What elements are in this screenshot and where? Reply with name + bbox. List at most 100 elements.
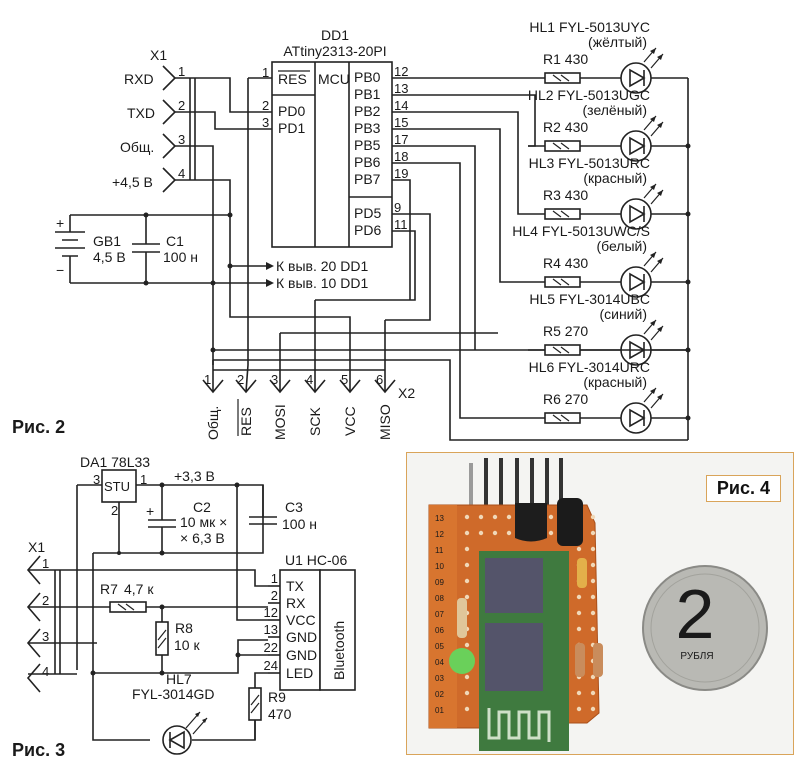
pin-num: 18 <box>394 149 408 164</box>
pcb-number: 03 <box>435 674 444 683</box>
pcb-number: 10 <box>435 562 444 571</box>
da1-ref: DA1 78L33 <box>80 454 150 470</box>
pcb-hole <box>478 530 484 536</box>
x1-pin-common: Общ. <box>120 139 154 155</box>
pin-num: 15 <box>394 115 408 130</box>
header-pins <box>469 458 563 508</box>
pin-num: 17 <box>394 132 408 147</box>
led-color: (красный) <box>583 374 647 390</box>
pcb-number: 07 <box>435 610 444 619</box>
pin-pb2: PB2 <box>354 103 381 119</box>
pcb-number: 12 <box>435 530 444 539</box>
resistor-r8: R8 10 к <box>155 607 200 673</box>
x1-pin-vplus: +4,5 В <box>112 174 153 190</box>
pin-pd1: PD1 <box>278 120 305 136</box>
x2-pin-miso: MISO <box>377 404 393 440</box>
resistor-r7: R7 4,7 к <box>100 581 154 613</box>
resistor <box>544 412 581 424</box>
pin-pb1: PB1 <box>354 86 381 102</box>
pin-num: 4 <box>306 372 313 387</box>
u1-pin-name: GND <box>286 647 317 663</box>
pcb-hole <box>576 610 582 616</box>
pcb-hole <box>548 530 554 536</box>
pin-pb0: PB0 <box>354 69 381 85</box>
led-chain: HL6 FYL-3014URC(красный)R6 270 <box>528 359 691 434</box>
c1-value: 100 н <box>163 249 198 265</box>
pcb-hole <box>506 530 512 536</box>
pin-num: 1 <box>140 472 147 487</box>
pcb-number: 13 <box>435 514 444 523</box>
pin-num: 4 <box>178 166 185 181</box>
r8-value: 10 к <box>174 637 200 653</box>
mcu-ref: DD1 <box>321 27 349 43</box>
connector-x2: X2 1 2 3 4 5 6 Общ. RES MOSI SCK VCC MIS… <box>202 372 415 440</box>
pcb-hole <box>464 706 470 712</box>
regulator-to92 <box>515 503 547 542</box>
figure-2-label: Рис. 2 <box>12 417 65 437</box>
pcb-hole <box>464 562 470 568</box>
pcb-hole <box>464 642 470 648</box>
x1-pin-rxd: RXD <box>124 71 154 87</box>
pcb-hole <box>590 706 596 712</box>
led-chain: HL2 FYL-5013UGC(зелёный)R2 430 <box>528 87 691 162</box>
pin-num: 13 <box>264 622 278 637</box>
pcb-hole <box>590 626 596 632</box>
pin-num: 1 <box>262 65 269 80</box>
x2-pin-res: RES <box>238 407 254 436</box>
led-chain: HL1 FYL-5013UYC(жёлтый)R1 430 <box>528 19 688 94</box>
pcb-number: 05 <box>435 642 444 651</box>
pin-pd6: PD6 <box>354 222 381 238</box>
mcu-core-label: MCU <box>318 71 350 87</box>
pin-pb3: PB3 <box>354 120 381 136</box>
pin-num: 6 <box>376 372 383 387</box>
c3-ref: C3 <box>285 499 303 515</box>
pcb-hole <box>590 530 596 536</box>
pin-num: 3 <box>271 372 278 387</box>
rail-3v3: +3,3 В <box>174 468 215 484</box>
resistor <box>544 72 581 84</box>
note-pin10: К выв. 10 DD1 <box>276 275 368 291</box>
pin-num: 2 <box>42 593 49 608</box>
pin-num: 1 <box>178 64 185 79</box>
pin-num: 2 <box>111 503 118 518</box>
x2-pin-sck: SCK <box>307 407 323 436</box>
led-color: (красный) <box>583 170 647 186</box>
pcb-number: 11 <box>435 546 444 555</box>
resistor <box>544 344 581 356</box>
pcb-hole <box>576 706 582 712</box>
pin-num: 2 <box>237 372 244 387</box>
pin-num: 12 <box>394 64 408 79</box>
pin-num: 2 <box>178 98 185 113</box>
pcb-hole <box>464 674 470 680</box>
pcb-number: 01 <box>435 706 444 715</box>
r9-ref: R9 <box>268 689 286 705</box>
da1-body: STU <box>104 479 130 494</box>
module-u1-hc06: U1 HC-06 Bluetooth <box>279 552 356 691</box>
battery-value: 4,5 В <box>93 249 126 265</box>
figure-4-label: Рис. 4 <box>705 475 781 502</box>
led-part: HL1 FYL-5013UYC <box>529 19 650 35</box>
note-pin20: К выв. 20 DD1 <box>276 258 368 274</box>
u1-pin-name: LED <box>286 665 313 681</box>
power-notes: К выв. 20 DD1 К выв. 10 DD1 <box>213 258 368 291</box>
x1-ref: X1 <box>150 47 167 63</box>
battery-gb1: + − GB1 4,5 В <box>55 214 230 284</box>
pcb-hole <box>464 546 470 552</box>
c1-ref: C1 <box>166 233 184 249</box>
led-part: HL2 FYL-5013UGC <box>528 87 650 103</box>
led-chain: HL5 FYL-3014UBC(синий)R5 270 <box>528 291 691 366</box>
pcb-hole <box>464 578 470 584</box>
pcb-hole <box>492 514 498 520</box>
pin-num: 19 <box>394 166 408 181</box>
pin-num: 9 <box>394 200 401 215</box>
pin-num: 3 <box>93 472 100 487</box>
pcb-hole <box>590 578 596 584</box>
led-color: (белый) <box>596 238 647 254</box>
resistor-r9: R9 470 <box>248 672 292 740</box>
led-hl7: HL7 FYL-3014GD <box>132 671 214 755</box>
c2-ref: C2 <box>193 499 211 515</box>
